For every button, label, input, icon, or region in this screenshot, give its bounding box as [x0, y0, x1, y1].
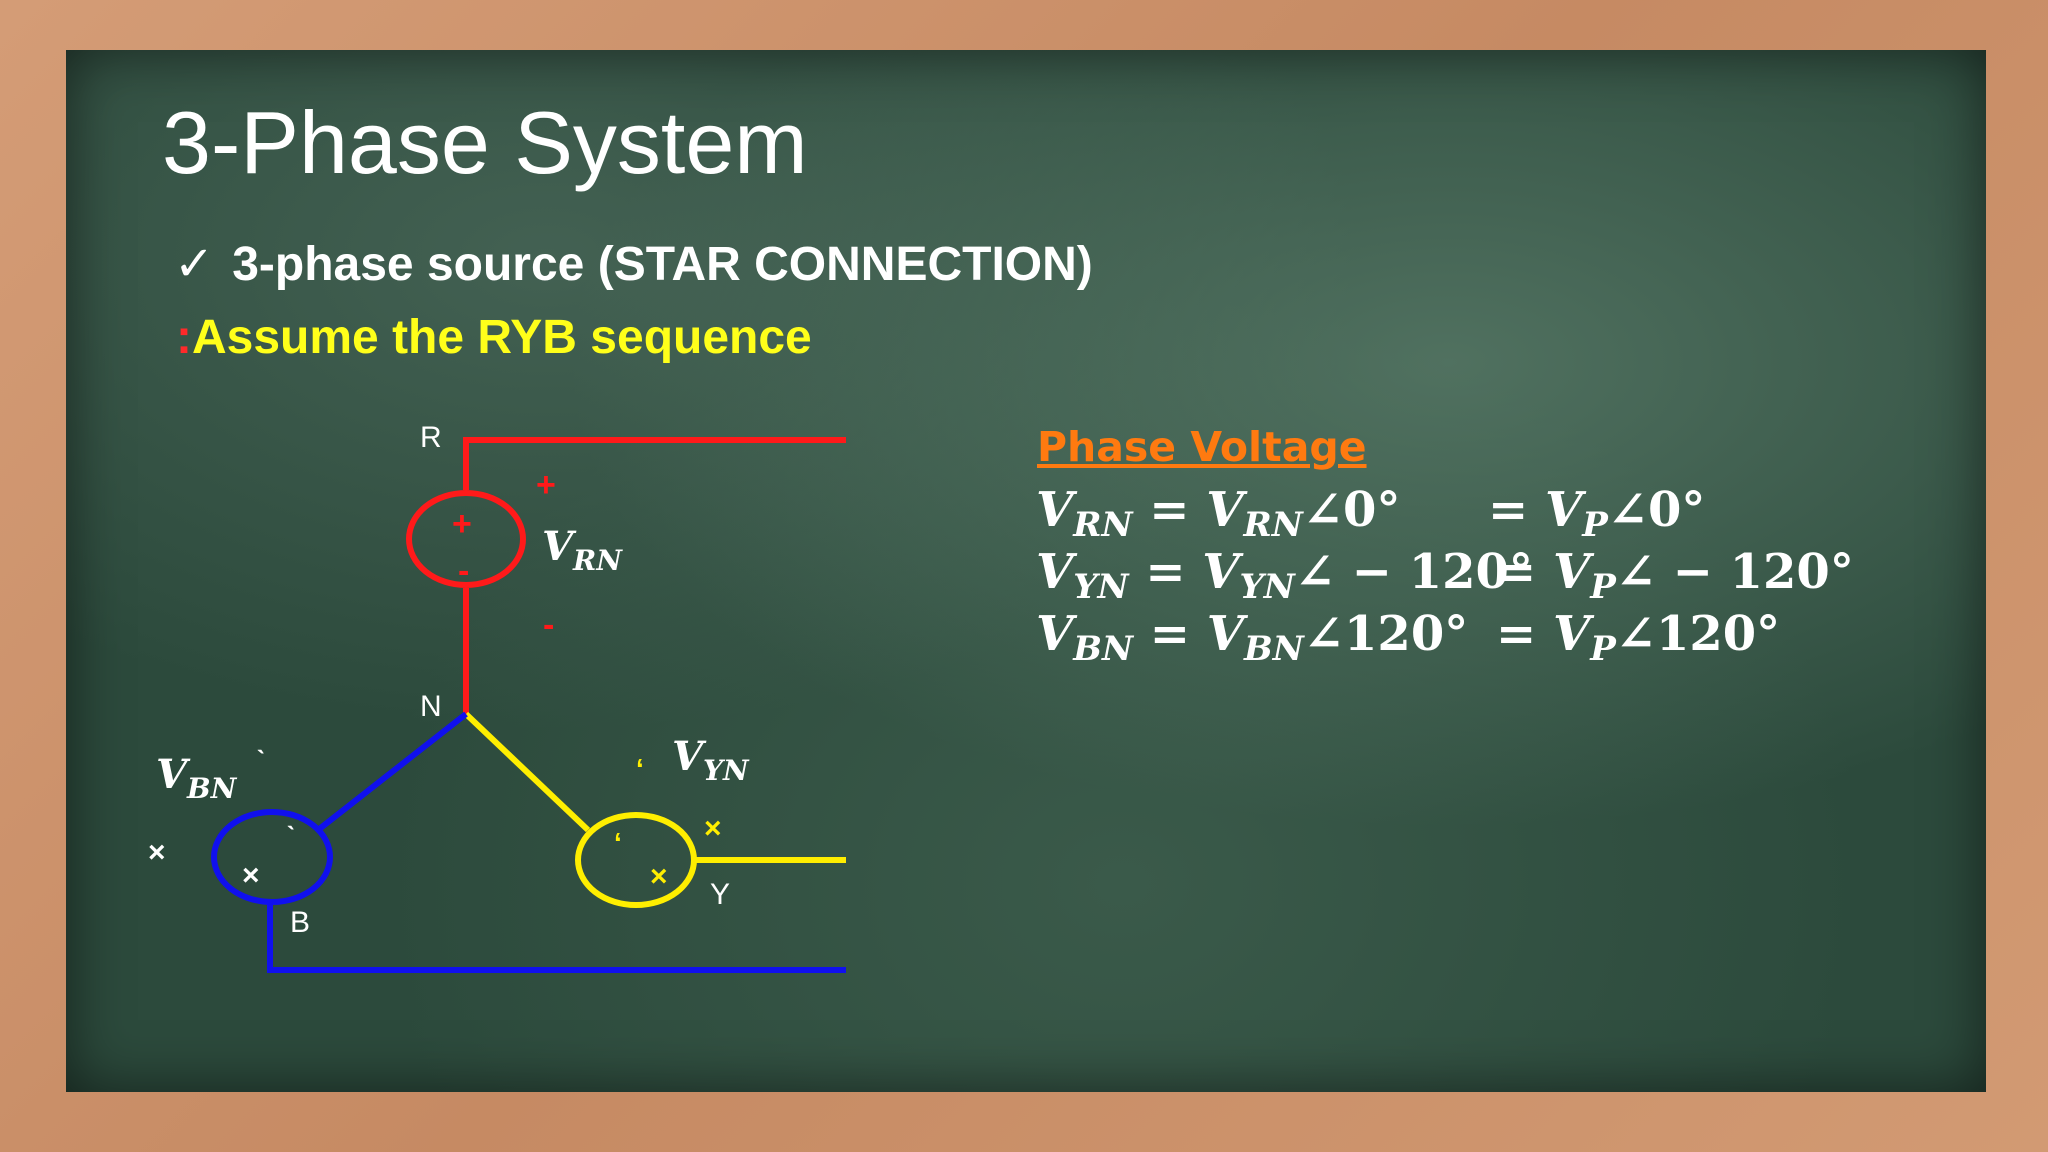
bullet-item: ✓ 3-phase source (STAR CONNECTION) [174, 236, 1093, 292]
assumption-text: Assume the RYB sequence [191, 311, 812, 364]
node-label-r: R [420, 421, 442, 454]
node-label-n: N [420, 690, 442, 723]
equation-vyn: VYN = VYN∠ − 120° [1036, 544, 1533, 607]
yellow-phase-wire [463, 711, 591, 833]
red-terminal-plus: + [536, 466, 556, 504]
label-vrn: VRN [542, 523, 623, 577]
yellow-terminal-minus: ‘ [636, 753, 644, 784]
check-icon: ✓ [174, 238, 215, 291]
assumption-note: :Assume the RYB sequence [176, 310, 812, 365]
chalkboard [66, 50, 1986, 1092]
equation-vyn-vp: = VP∠ − 120° [1496, 544, 1854, 607]
blue-phase-wire [316, 711, 468, 833]
assumption-colon: : [176, 311, 192, 364]
page-title: 3-Phase System [162, 93, 808, 192]
bullet-text: 3-phase source (STAR CONNECTION) [232, 238, 1093, 291]
equation-vbn-vp: = VP∠120° [1496, 606, 1781, 669]
blue-source-minus: ˋ [286, 821, 295, 852]
equation-vbn: VBN = VBN∠120° [1036, 606, 1469, 669]
blue-source-circle [211, 809, 333, 905]
red-source-minus: - [458, 552, 469, 590]
yellow-source-plus: × [650, 860, 668, 893]
red-terminal-minus: - [543, 606, 554, 644]
yellow-terminal-plus: × [704, 812, 722, 845]
equation-vrn: VRN = VRN∠0° [1036, 482, 1401, 545]
equation-vrn-vp: = VP∠0° [1488, 482, 1706, 545]
phase-voltage-heading: Phase Voltage [1037, 423, 1367, 471]
blue-terminal-plus: × [148, 836, 166, 869]
red-phase-wire [463, 437, 846, 490]
red-source-plus: + [452, 505, 472, 543]
blue-source-plus: × [242, 859, 260, 892]
red-source-circle [406, 490, 526, 588]
label-vbn: VBN [156, 751, 238, 805]
yellow-source-minus: ‘ [614, 827, 622, 858]
blue-terminal-minus: ˋ [256, 745, 265, 776]
node-label-y: Y [710, 878, 730, 911]
blue-phase-wire-out [267, 904, 846, 973]
yellow-source-circle [575, 812, 697, 908]
label-vyn: VYN [672, 733, 750, 787]
node-label-b: B [290, 906, 310, 939]
